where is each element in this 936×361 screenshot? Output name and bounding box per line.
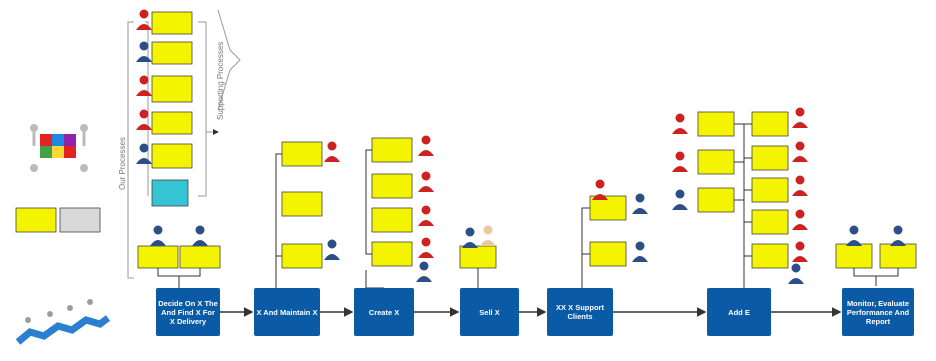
stage-box-6 (707, 288, 771, 336)
stage-boxes (156, 288, 914, 336)
person-red-icon (136, 9, 152, 30)
person-red-icon (418, 205, 434, 226)
stage-6-tasks (672, 107, 808, 288)
stage-box-4 (460, 288, 519, 336)
stage-box-5 (547, 288, 613, 336)
stage-box-1 (156, 288, 220, 336)
stage-2-tasks (275, 141, 340, 288)
person-red-icon (792, 241, 808, 262)
person-red-icon (324, 141, 340, 162)
our-processes-bracket (127, 9, 241, 279)
person-red-icon (792, 141, 808, 162)
person-blue-icon (462, 227, 478, 248)
person-red-icon (792, 209, 808, 230)
bridge-team-icon (15, 299, 111, 345)
person-red-icon (672, 113, 688, 134)
person-blue-icon (890, 225, 906, 246)
stage-box-2 (254, 288, 320, 336)
person-blue-icon (846, 225, 862, 246)
person-beige-icon (480, 225, 496, 246)
person-red-icon (592, 179, 608, 200)
person-blue-icon (192, 225, 208, 246)
person-blue-icon (416, 261, 432, 282)
person-red-icon (792, 107, 808, 128)
supporting-people (136, 9, 152, 164)
person-blue-icon (150, 225, 166, 246)
stage-3-tasks (365, 135, 434, 289)
person-blue-icon (672, 189, 688, 210)
person-red-icon (418, 171, 434, 192)
person-red-icon (418, 135, 434, 156)
person-blue-icon (632, 193, 648, 214)
person-red-icon (792, 175, 808, 196)
supporting-processes-label: Supporting Processes (216, 41, 225, 120)
stage-1-tasks (137, 225, 221, 288)
legend (15, 207, 101, 233)
stage-7-tasks (835, 225, 917, 286)
our-processes-label: Our Processes (118, 137, 127, 190)
person-red-icon (136, 75, 152, 96)
stage-box-7 (842, 288, 914, 336)
person-blue-icon (324, 239, 340, 260)
person-red-icon (136, 109, 152, 130)
person-blue-icon (136, 41, 152, 62)
puzzle-team-icon (30, 124, 88, 172)
person-blue-icon (632, 241, 648, 262)
person-red-icon (418, 237, 434, 258)
person-blue-icon (788, 263, 804, 284)
stage-box-3 (354, 288, 414, 336)
stage-4-tasks (459, 225, 497, 288)
stage-5-tasks (581, 179, 648, 288)
supporting-process-column (151, 11, 193, 207)
person-red-icon (672, 151, 688, 172)
person-blue-icon (136, 143, 152, 164)
